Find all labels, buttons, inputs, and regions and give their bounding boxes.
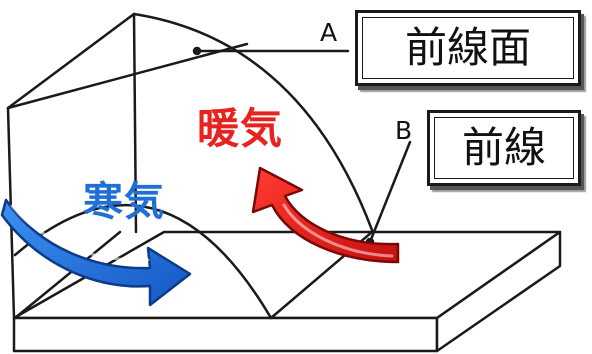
marker-b: B	[395, 116, 413, 145]
front-surface-inner-curve	[13, 203, 273, 320]
marker-a: A	[320, 18, 338, 47]
warm-air-label: 暖気	[197, 104, 284, 153]
front-label: 前線	[461, 123, 546, 172]
front-label-box: 前線	[427, 110, 581, 186]
box-back-vertical	[132, 12, 138, 234]
front-surface	[13, 12, 374, 320]
cold-air-label: 寒気	[83, 179, 165, 225]
front-surface-label-box: 前線面	[355, 10, 581, 86]
leader-line-b	[368, 140, 412, 244]
front-surface-outer-curve	[132, 12, 374, 232]
box-top-left-edge	[6, 12, 136, 110]
box-upper-diagonal	[6, 42, 249, 110]
leader-dot-a	[192, 46, 202, 56]
ground-block	[12, 230, 562, 353]
front-surface-base-diagonal	[13, 230, 122, 320]
warm-air-arrow	[251, 166, 400, 264]
cold-air-arrow	[0, 198, 192, 307]
front-surface-label: 前線面	[404, 23, 531, 72]
